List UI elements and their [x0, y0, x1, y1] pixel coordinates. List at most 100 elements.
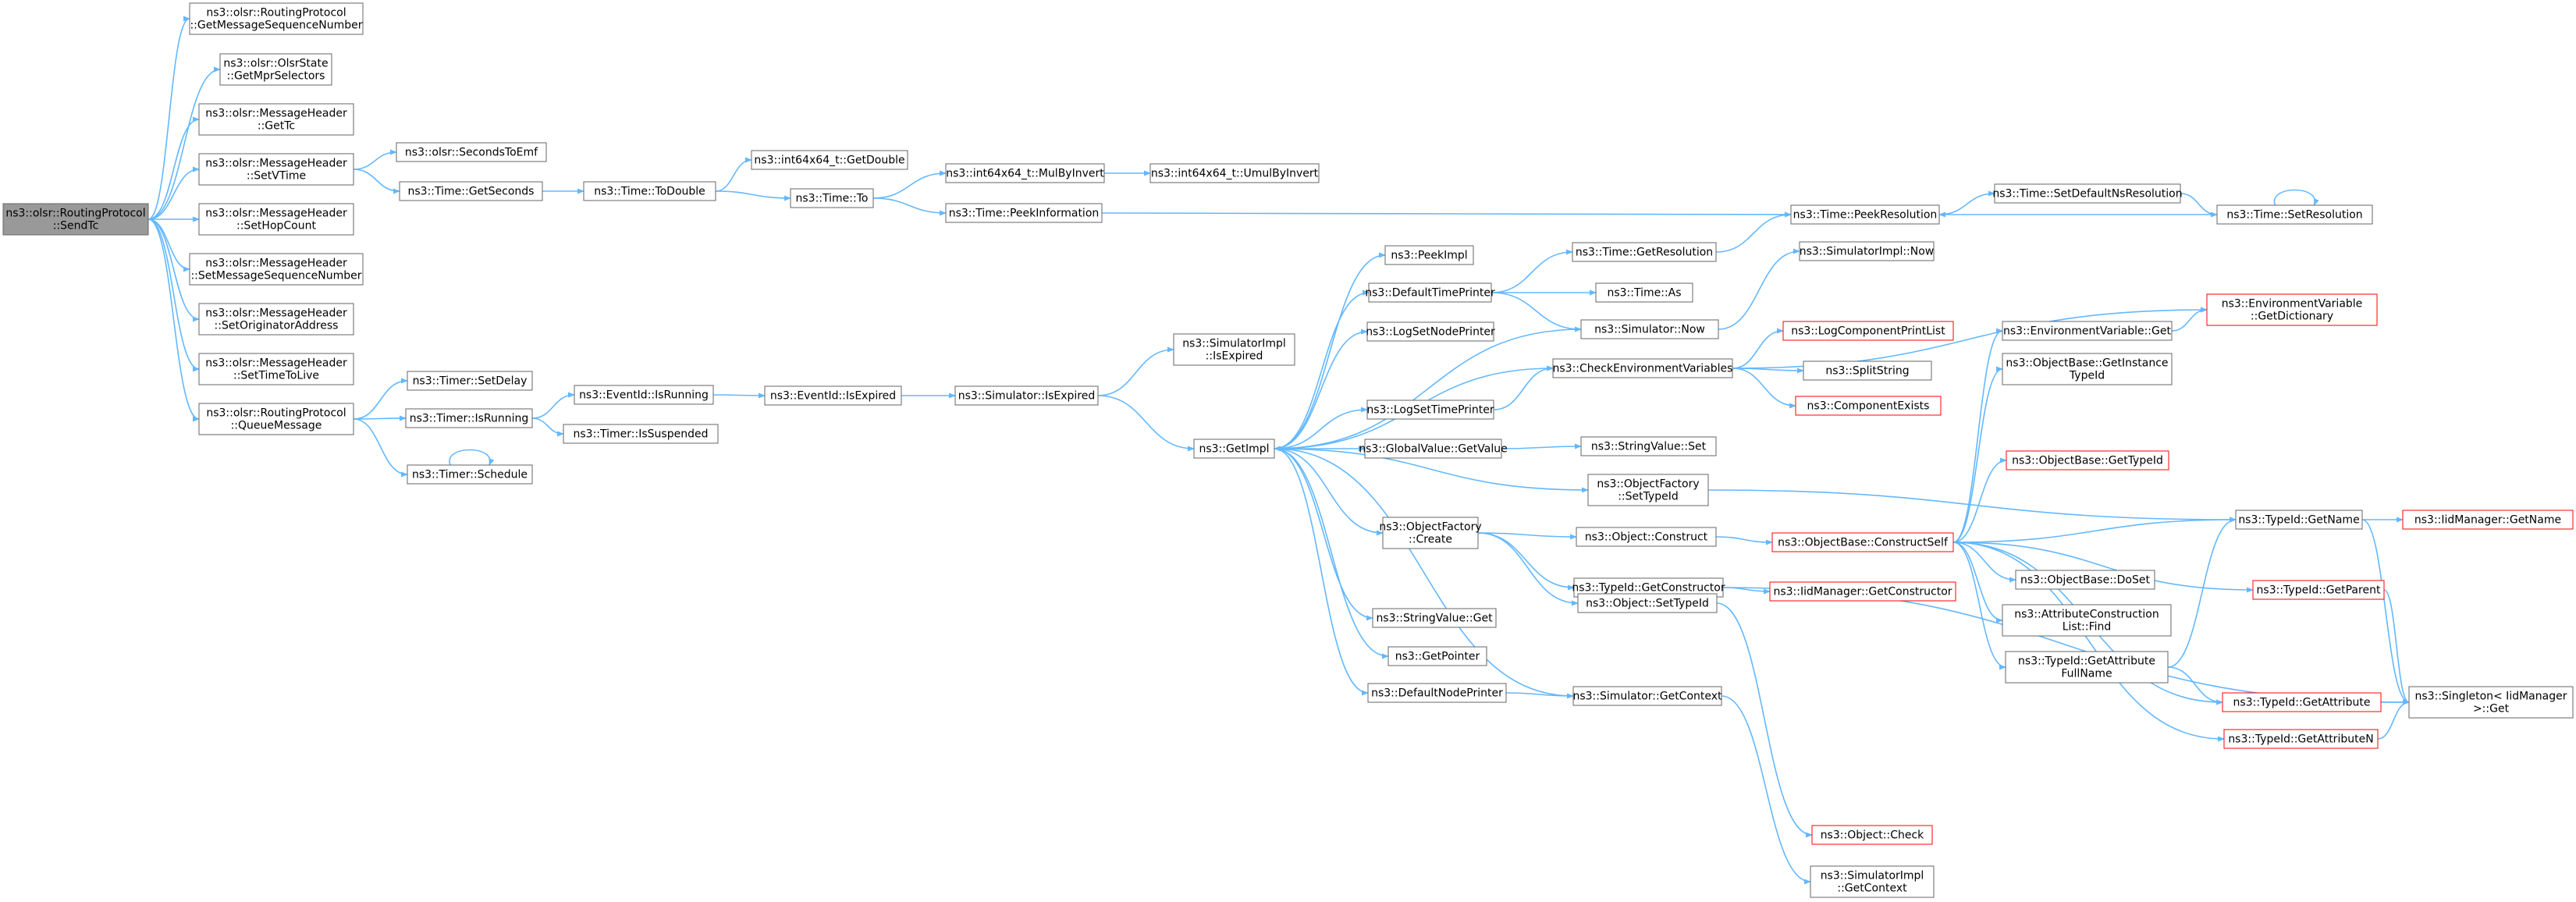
node-sim-now[interactable]: ns3::Simulator::Now: [1580, 319, 1719, 339]
node-box: [1769, 581, 1956, 602]
edge-TimerIsRunning-to-EventIdIsRunning: [531, 392, 575, 419]
node-log-set-time-printer[interactable]: ns3::LogSetTimePrinter: [1366, 400, 1494, 420]
node-box: [2222, 692, 2382, 712]
node-default-time-printer[interactable]: ns3::DefaultTimePrinter: [1365, 282, 1495, 303]
node-to[interactable]: ns3::Time::To: [790, 188, 874, 208]
node-get-pointer[interactable]: ns3::GetPointer: [1387, 646, 1487, 666]
node-string-value-set[interactable]: ns3::StringValue::Set: [1580, 436, 1717, 456]
node-send-tc[interactable]: ns3::olsr::RoutingProtocol::SendTc: [2, 203, 149, 236]
node-time-as[interactable]: ns3::Time::As: [1595, 282, 1693, 303]
node-box: [1771, 532, 1954, 552]
edge-SetVTime-to-SecondsToEmf: [353, 149, 397, 170]
node-label: ns3::SplitString: [1825, 365, 1909, 378]
node-set-delay[interactable]: ns3::Timer::SetDelay: [407, 371, 533, 391]
node-label: ns3::Time::ToDouble: [594, 186, 705, 198]
node-singleton-get[interactable]: ns3::Singleton< IidManager>::Get: [2408, 686, 2574, 719]
node-queue-message[interactable]: ns3::olsr::RoutingProtocol::QueueMessage: [198, 403, 354, 435]
node-label: ::QueueMessage: [231, 420, 322, 432]
node-label: ns3::Simulator::IsExpired: [958, 390, 1096, 403]
node-object-base-do-set[interactable]: ns3::ObjectBase::DoSet: [2015, 570, 2155, 590]
node-set-default-ns-resolution[interactable]: ns3::Time::SetDefaultNsResolution: [1992, 183, 2183, 204]
node-iid-manager-get-constructor[interactable]: ns3::IidManager::GetConstructor: [1769, 581, 1956, 602]
node-set-vtime[interactable]: ns3::olsr::MessageHeader::SetVTime: [198, 153, 354, 186]
edge-ObjectFactoryCreate-to-ObjectConstruct: [1477, 532, 1577, 540]
node-peek-information[interactable]: ns3::Time::PeekInformation: [945, 203, 1103, 223]
node-object-factory-create[interactable]: ns3::ObjectFactory::Create: [1379, 517, 1482, 549]
node-schedule[interactable]: ns3::Timer::Schedule: [407, 464, 533, 485]
node-env-var-get-dictionary[interactable]: ns3::EnvironmentVariable::GetDictionary: [2206, 293, 2378, 326]
node-to-double[interactable]: ns3::Time::ToDouble: [583, 181, 716, 201]
node-log-set-node-printer[interactable]: ns3::LogSetNodePrinter: [1366, 321, 1495, 342]
edge-LogSetTimePrinter-to-CheckEnvVars: [1493, 365, 1554, 410]
node-get-resolution[interactable]: ns3::Time::GetResolution: [1572, 242, 1717, 262]
node-label: ::SendTc: [53, 220, 99, 233]
node-object-factory-set-type-id[interactable]: ns3::ObjectFactory::SetTypeId: [1587, 474, 1709, 506]
node-label: ns3::LogComponentPrintList: [1791, 325, 1945, 338]
node-label: ns3::TypeId::GetParent: [2257, 584, 2381, 597]
node-set-time-to-live[interactable]: ns3::olsr::MessageHeader::SetTimeToLive: [198, 353, 354, 385]
node-log-component-print-list[interactable]: ns3::LogComponentPrintList: [1782, 321, 1954, 341]
node-box: [1572, 242, 1717, 262]
node-box: [1372, 608, 1497, 628]
node-box: [198, 203, 354, 236]
node-string-value-get[interactable]: ns3::StringValue::Get: [1372, 608, 1497, 628]
node-type-id-get-name[interactable]: ns3::TypeId::GetName: [2235, 510, 2363, 530]
node-type-id-get-attribute-n[interactable]: ns3::TypeId::GetAttributeN: [2223, 729, 2379, 749]
node-object-set-type-id[interactable]: ns3::Object::SetTypeId: [1577, 593, 1718, 613]
edge-GetImpl-to-DefaultTimePrinter: [1274, 289, 1370, 449]
edge-QueueMessage-to-Schedule: [353, 418, 408, 478]
node-set-originator-address[interactable]: ns3::olsr::MessageHeader::SetOriginatorA…: [198, 303, 354, 336]
node-default-node-printer[interactable]: ns3::DefaultNodePrinter: [1367, 683, 1507, 703]
node-label: ns3::EnvironmentVariable: [2222, 298, 2363, 311]
node-get-message-sequence-number[interactable]: ns3::olsr::RoutingProtocol::GetMessageSe…: [189, 2, 364, 35]
node-iid-manager-get-name[interactable]: ns3::IidManager::GetName: [2402, 510, 2574, 530]
node-umul-by-invert[interactable]: ns3::int64x64_t::UmulByInvert: [1149, 163, 1320, 183]
edge-TypeIdGetAttributeN-to-SingletonGet: [2377, 699, 2410, 740]
node-get-seconds[interactable]: ns3::Time::GetSeconds: [399, 181, 543, 201]
node-construct-self[interactable]: ns3::ObjectBase::ConstructSelf: [1771, 532, 1954, 552]
node-event-id-is-running[interactable]: ns3::EventId::IsRunning: [574, 385, 714, 405]
node-label: ns3::ObjectBase::ConstructSelf: [1778, 537, 1949, 549]
node-peek-impl[interactable]: ns3::PeekImpl: [1384, 245, 1474, 265]
node-sim-impl-get-context[interactable]: ns3::SimulatorImpl::GetContext: [1810, 865, 1935, 898]
node-sim-impl-is-expired[interactable]: ns3::SimulatorImpl::IsExpired: [1173, 333, 1295, 366]
node-get-double[interactable]: ns3::int64x64_t::GetDouble: [751, 150, 908, 170]
node-get-mpr-selectors[interactable]: ns3::olsr::OlsrState::GetMprSelectors: [219, 53, 332, 86]
node-object-construct[interactable]: ns3::Object::Construct: [1576, 527, 1717, 547]
node-label: ns3::Time::PeekInformation: [949, 208, 1100, 220]
node-mul-by-invert[interactable]: ns3::int64x64_t::MulByInvert: [945, 163, 1105, 183]
node-check-env-vars[interactable]: ns3::CheckEnvironmentVariables: [1552, 358, 1733, 378]
node-label: ns3::Singleton< IidManager: [2415, 691, 2567, 703]
node-env-var-get[interactable]: ns3::EnvironmentVariable::Get: [2002, 321, 2173, 341]
node-object-base-get-type-id[interactable]: ns3::ObjectBase::GetTypeId: [2006, 450, 2169, 471]
edge-GlobalValueGetValue-to-StringValueSet: [1501, 443, 1582, 449]
node-peek-resolution[interactable]: ns3::Time::PeekResolution: [1790, 204, 1940, 225]
node-seconds-to-emf[interactable]: ns3::olsr::SecondsToEmf: [396, 142, 547, 162]
node-component-exists[interactable]: ns3::ComponentExists: [1795, 396, 1942, 416]
node-sim-get-context[interactable]: ns3::Simulator::GetContext: [1572, 686, 1722, 706]
node-timer-is-running[interactable]: ns3::Timer::IsRunning: [405, 408, 533, 428]
node-set-msg-seq-num[interactable]: ns3::olsr::MessageHeader::SetMessageSequ…: [189, 253, 364, 286]
node-sim-is-expired[interactable]: ns3::Simulator::IsExpired: [954, 385, 1099, 406]
node-object-check[interactable]: ns3::Object::Check: [1811, 825, 1933, 845]
node-set-hop-count[interactable]: ns3::olsr::MessageHeader::SetHopCount: [198, 203, 354, 236]
node-label: ns3::Simulator::Now: [1594, 324, 1705, 336]
node-get-impl[interactable]: ns3::GetImpl: [1193, 439, 1275, 459]
node-label: ::SetVTime: [247, 170, 306, 183]
node-get-tc[interactable]: ns3::olsr::MessageHeader::GetTc: [198, 103, 354, 136]
node-type-id-get-parent[interactable]: ns3::TypeId::GetParent: [2252, 580, 2385, 600]
node-set-resolution[interactable]: ns3::Time::SetResolution: [2216, 204, 2373, 225]
node-sim-impl-now[interactable]: ns3::SimulatorImpl::Now: [1799, 241, 1935, 261]
node-split-string[interactable]: ns3::SplitString: [1803, 360, 1932, 381]
node-event-id-is-expired[interactable]: ns3::EventId::IsExpired: [764, 385, 902, 406]
node-box: [1790, 204, 1940, 225]
node-box: [198, 353, 354, 385]
node-box: [2, 203, 149, 236]
node-label: ::GetContext: [1837, 882, 1907, 895]
node-global-value-get-value[interactable]: ns3::GlobalValue::GetValue: [1359, 439, 1508, 459]
node-type-id-get-attribute[interactable]: ns3::TypeId::GetAttribute: [2222, 692, 2382, 712]
node-is-suspended[interactable]: ns3::Timer::IsSuspended: [563, 424, 719, 444]
